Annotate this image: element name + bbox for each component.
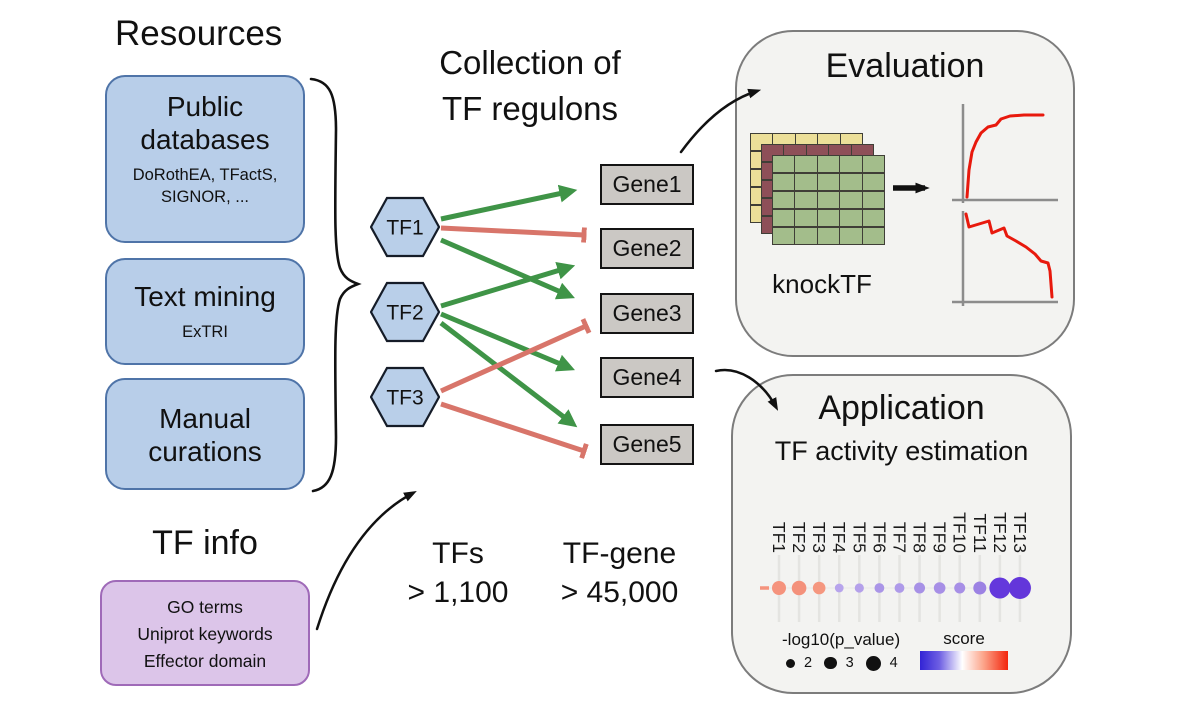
tf2-label: TF2 <box>386 302 423 325</box>
edge-TF3-Gene3-repression <box>439 318 592 394</box>
hexagon-shape <box>370 281 440 343</box>
matrix-cell <box>817 173 840 191</box>
size-legend-dot-large <box>865 655 881 671</box>
matrix-cell <box>795 191 817 209</box>
expression-matrix-green <box>772 155 885 245</box>
matrix-cell <box>773 191 795 209</box>
text-mining-box: Text mining ExTRI <box>105 258 305 365</box>
matrix-cell <box>862 209 884 227</box>
application-title: Application <box>818 389 985 427</box>
matrix-cell <box>862 156 884 173</box>
matrix-cell <box>773 156 795 173</box>
matrix-cell <box>840 209 862 227</box>
edge-TF2-Gene5-activation <box>439 321 578 428</box>
gene5-box: Gene5 <box>600 424 694 465</box>
matrix-cell <box>862 227 884 244</box>
size-legend: 2 3 4 <box>786 650 910 676</box>
gene1-label: Gene1 <box>612 171 682 197</box>
edge-TF1-Gene3-activation <box>440 237 575 300</box>
matrix-cell <box>840 173 862 191</box>
tf1-label: TF1 <box>386 217 423 240</box>
matrix-cell <box>817 209 840 227</box>
public-databases-title: Public databases <box>140 91 270 156</box>
tf3-hexagon: TF3 <box>370 366 440 428</box>
size-legend-dot-small <box>786 658 795 668</box>
manual-curations-box: Manual curations <box>105 378 305 490</box>
hexagon-shape <box>370 366 440 428</box>
matrix-cell <box>773 209 795 227</box>
gene2-label: Gene2 <box>612 235 682 261</box>
matrix-cell <box>840 227 862 244</box>
gene3-label: Gene3 <box>612 300 682 326</box>
resources-brace <box>309 77 362 493</box>
color-legend-label: score <box>943 629 985 648</box>
tf-info-heading: TF info <box>152 524 258 562</box>
gene1-box: Gene1 <box>600 164 694 205</box>
knocktf-label: knockTF <box>772 269 872 299</box>
application-panel <box>731 374 1072 694</box>
edge-TF2-Gene2-activation <box>440 262 576 309</box>
matrix-cell <box>795 173 817 191</box>
gene5-label: Gene5 <box>612 431 682 457</box>
edge-TF1-Gene1-activation <box>440 184 578 222</box>
matrix-cell <box>773 173 795 191</box>
edge-TF2-Gene4-activation <box>440 311 575 372</box>
matrix-cell <box>840 191 862 209</box>
gene4-label: Gene4 <box>612 364 682 390</box>
matrix-cell <box>840 156 862 173</box>
public-databases-box: Public databases DoRothEA, TFactS, SIGNO… <box>105 75 305 243</box>
gene2-box: Gene2 <box>600 228 694 269</box>
tfgene-count-value: > 45,000 <box>560 576 679 609</box>
size-legend-dot-medium <box>824 656 837 670</box>
collection-heading: Collection of TF regulons <box>439 44 621 127</box>
tf-info-box: GO terms Uniprot keywords Effector domai… <box>100 580 310 686</box>
matrix-cell <box>795 227 817 244</box>
matrix-cell <box>795 209 817 227</box>
matrix-cell <box>795 156 817 173</box>
matrix-cell <box>817 191 840 209</box>
public-databases-subtitle: DoRothEA, TFactS, SIGNOR, ... <box>132 166 278 206</box>
matrix-cell <box>817 156 840 173</box>
score-gradient-bar <box>920 651 1008 670</box>
tf2-hexagon: TF2 <box>370 281 440 343</box>
edge-TF1-Gene2-repression <box>440 225 587 243</box>
hexagon-shape <box>370 196 440 258</box>
edge-TF3-Gene5-repression <box>440 401 589 459</box>
tf-gene-edges <box>439 184 592 459</box>
text-mining-title: Text mining <box>134 281 276 312</box>
resources-heading: Resources <box>115 14 283 53</box>
tf1-hexagon: TF1 <box>370 196 440 258</box>
size-legend-label: -log10(p_value) <box>782 630 901 649</box>
tfs-count-value: > 1,100 <box>407 576 509 609</box>
tfgene-count-label: TF-gene <box>562 537 677 570</box>
matrix-cell <box>773 227 795 244</box>
tfs-count-stat: TFs > 1,100 <box>378 534 538 612</box>
tfgene-count-stat: TF-gene > 45,000 <box>532 534 707 612</box>
gene4-box: Gene4 <box>600 357 694 398</box>
size-legend-tick: 4 <box>889 655 898 671</box>
gene3-box: Gene3 <box>600 293 694 334</box>
matrix-cell <box>817 227 840 244</box>
text-mining-subtitle: ExTRI <box>182 323 228 342</box>
size-legend-tick: 3 <box>845 655 854 671</box>
manual-curations-title: Manual curations <box>148 403 262 468</box>
matrix-cell <box>862 191 884 209</box>
size-legend-tick: 2 <box>804 655 813 671</box>
tfs-count-label: TFs <box>432 537 484 570</box>
application-subtitle: TF activity estimation <box>774 436 1029 466</box>
tf3-label: TF3 <box>386 387 423 410</box>
evaluation-title: Evaluation <box>825 47 985 85</box>
matrix-cell <box>862 173 884 191</box>
